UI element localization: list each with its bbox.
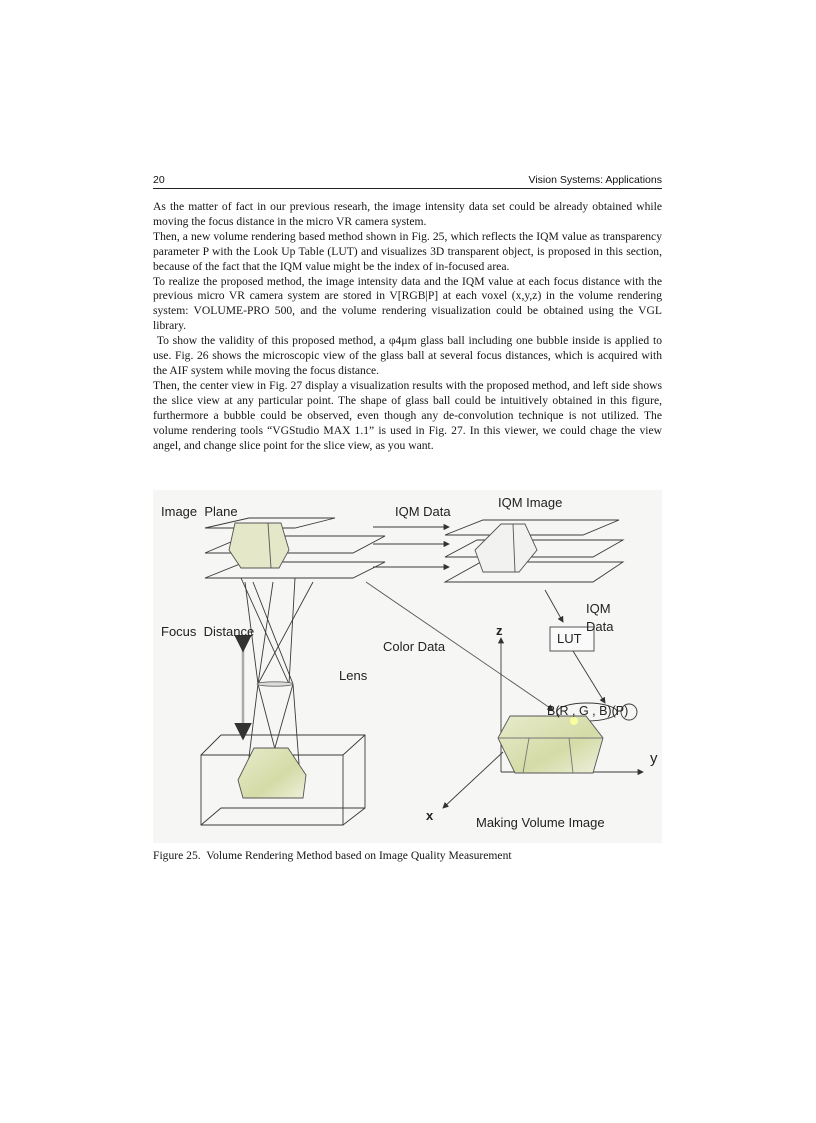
label-lut: LUT	[557, 631, 582, 646]
label-axis-y: y	[650, 750, 658, 767]
paragraph: Then, the center view in Fig. 27 display…	[153, 378, 662, 452]
label-focus-distance: Focus Distance	[161, 624, 255, 639]
paragraph: To show the validity of this proposed me…	[153, 334, 665, 377]
label-iqm-data: IQM Data	[395, 504, 451, 519]
diagram-drawing	[200, 517, 644, 826]
label-axis-x: x	[426, 808, 434, 823]
page-number: 20	[153, 174, 165, 186]
image-plane-3	[204, 561, 386, 579]
running-header: 20 Vision Systems: Applications	[153, 173, 662, 189]
label-iqm-image: IQM Image	[498, 495, 563, 510]
label-making-volume-image: Making Volume Image	[476, 815, 605, 830]
figure-25-diagram: Image Plane IQM Data IQM Image Focus Dis…	[153, 490, 662, 843]
running-title: Vision Systems: Applications	[528, 174, 662, 186]
figure-caption: Figure 25. Volume Rendering Method based…	[153, 849, 512, 862]
paragraph: Then, a new volume rendering based metho…	[153, 229, 662, 273]
label-voxel-tuple: B(R , G , B)(P)	[547, 704, 629, 718]
paragraph: To realize the proposed method, the imag…	[153, 274, 662, 333]
paragraph: As the matter of fact in our previous re…	[153, 200, 662, 228]
label-image-plane: Image Plane	[161, 504, 238, 519]
label-iqm-side: IQM	[586, 601, 611, 616]
body-text: As the matter of fact in our previous re…	[153, 200, 662, 453]
label-data-side: Data	[586, 619, 614, 634]
label-lens: Lens	[339, 668, 368, 683]
x-axis	[442, 751, 504, 809]
label-color-data: Color Data	[383, 639, 446, 654]
label-axis-z: z	[496, 623, 503, 638]
